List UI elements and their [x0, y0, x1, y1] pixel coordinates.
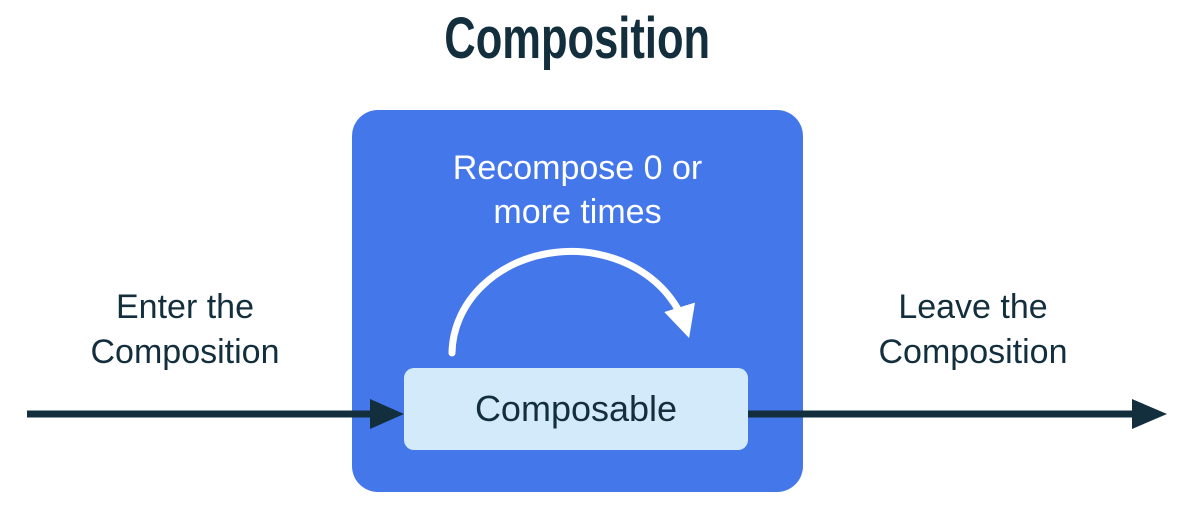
enter-composition-label: Enter the Composition [90, 288, 280, 371]
leave-arrow-icon [748, 399, 1167, 429]
composable-label: Composable [474, 388, 678, 429]
page-title: Composition [352, 6, 803, 73]
diagram-title-text: Composition [444, 6, 711, 71]
composable-node: Composable [404, 368, 748, 450]
enter-arrow-icon [27, 399, 404, 429]
recompose-label: Recompose 0 or more times [452, 149, 703, 231]
leave-composition-label: Leave the Composition [878, 288, 1068, 371]
composition-box: Recompose 0 or more times Composable [352, 110, 803, 492]
